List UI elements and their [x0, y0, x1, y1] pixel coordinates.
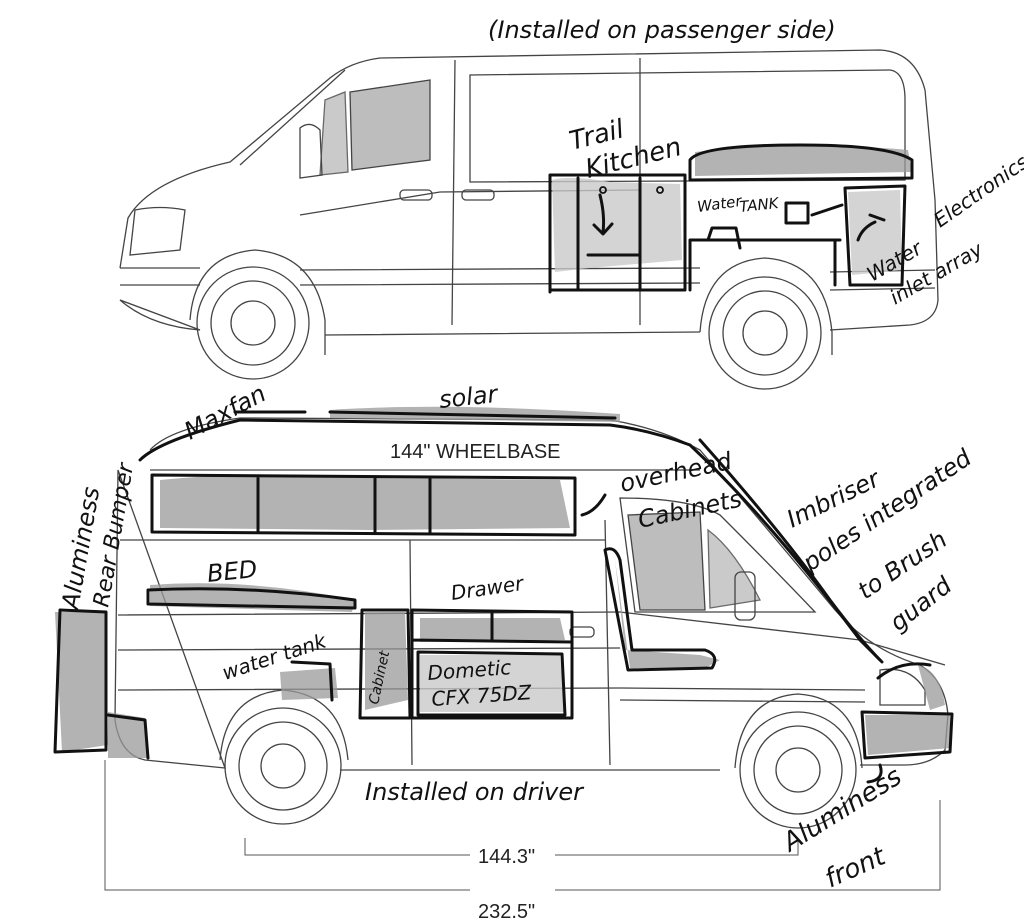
fridge-sketch [416, 650, 567, 717]
installed-driver-label: Installed on driver [365, 778, 585, 806]
dim-wheelbase-label: 144.3" [478, 846, 535, 868]
dim-length-label: 232.5" [478, 901, 535, 923]
electronics-sketch [843, 184, 907, 287]
water-tank-sketch [688, 143, 914, 292]
overhead-cabinets-sketch [150, 473, 607, 537]
bed-sketch [146, 583, 357, 612]
trail-kitchen-sketch [548, 173, 687, 294]
dometic-label: Dometic [427, 655, 512, 685]
solar-label: solar [438, 380, 501, 414]
tank-label: TANK [739, 194, 781, 216]
front-label: front [821, 841, 891, 894]
water-label: Water [696, 192, 743, 216]
seat-sketch [603, 547, 720, 672]
roof-sketch [138, 406, 882, 662]
wheelbase-label: 144" WHEELBASE [390, 441, 561, 463]
top-header-note: (Installed on passenger side) [488, 16, 836, 44]
drawer-label: Drawer [449, 571, 526, 605]
front-bumper-sketch [860, 662, 954, 784]
top-van-outline [119, 49, 939, 390]
dimension-lines [104, 760, 941, 891]
electronics-label: Electronics [929, 150, 1024, 232]
cabinet-sketch [358, 608, 412, 720]
bed-label: BED [206, 555, 259, 588]
rear-bumper-sketch [53, 608, 150, 760]
water-tank-bottom-sketch [280, 660, 338, 702]
imbriser-pole-sketch [698, 438, 884, 664]
drawer-sketch [410, 608, 574, 720]
